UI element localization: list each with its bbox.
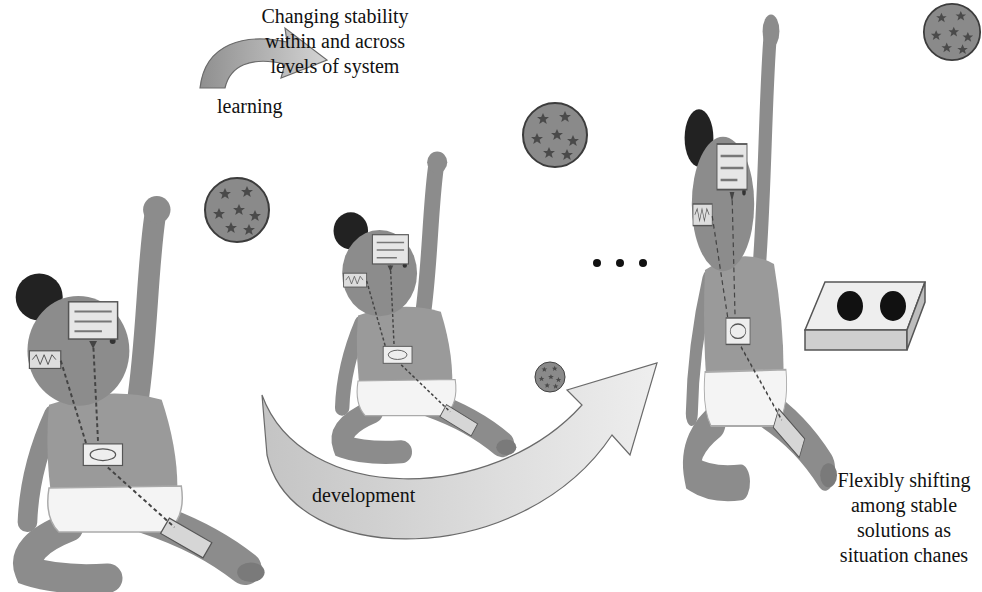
baby-figure	[334, 152, 517, 455]
toy-box	[805, 282, 925, 350]
star-ball	[205, 178, 269, 242]
arrow-shape	[262, 355, 662, 550]
development-arrow: development	[262, 355, 662, 550]
arrow-label: learning	[217, 94, 283, 118]
annotation-text: Flexibly shifting among stable solutions…	[828, 468, 980, 568]
star-ball	[924, 4, 980, 60]
baby-figure	[16, 196, 265, 582]
annotation-text: Changing stability within and across lev…	[243, 4, 427, 79]
arrow-label: development	[312, 483, 415, 507]
star-ball	[535, 362, 565, 392]
star-ball	[523, 103, 587, 167]
baby-figure	[685, 14, 837, 487]
ellipsis-dots	[593, 259, 647, 267]
arrow-outline	[262, 363, 657, 539]
